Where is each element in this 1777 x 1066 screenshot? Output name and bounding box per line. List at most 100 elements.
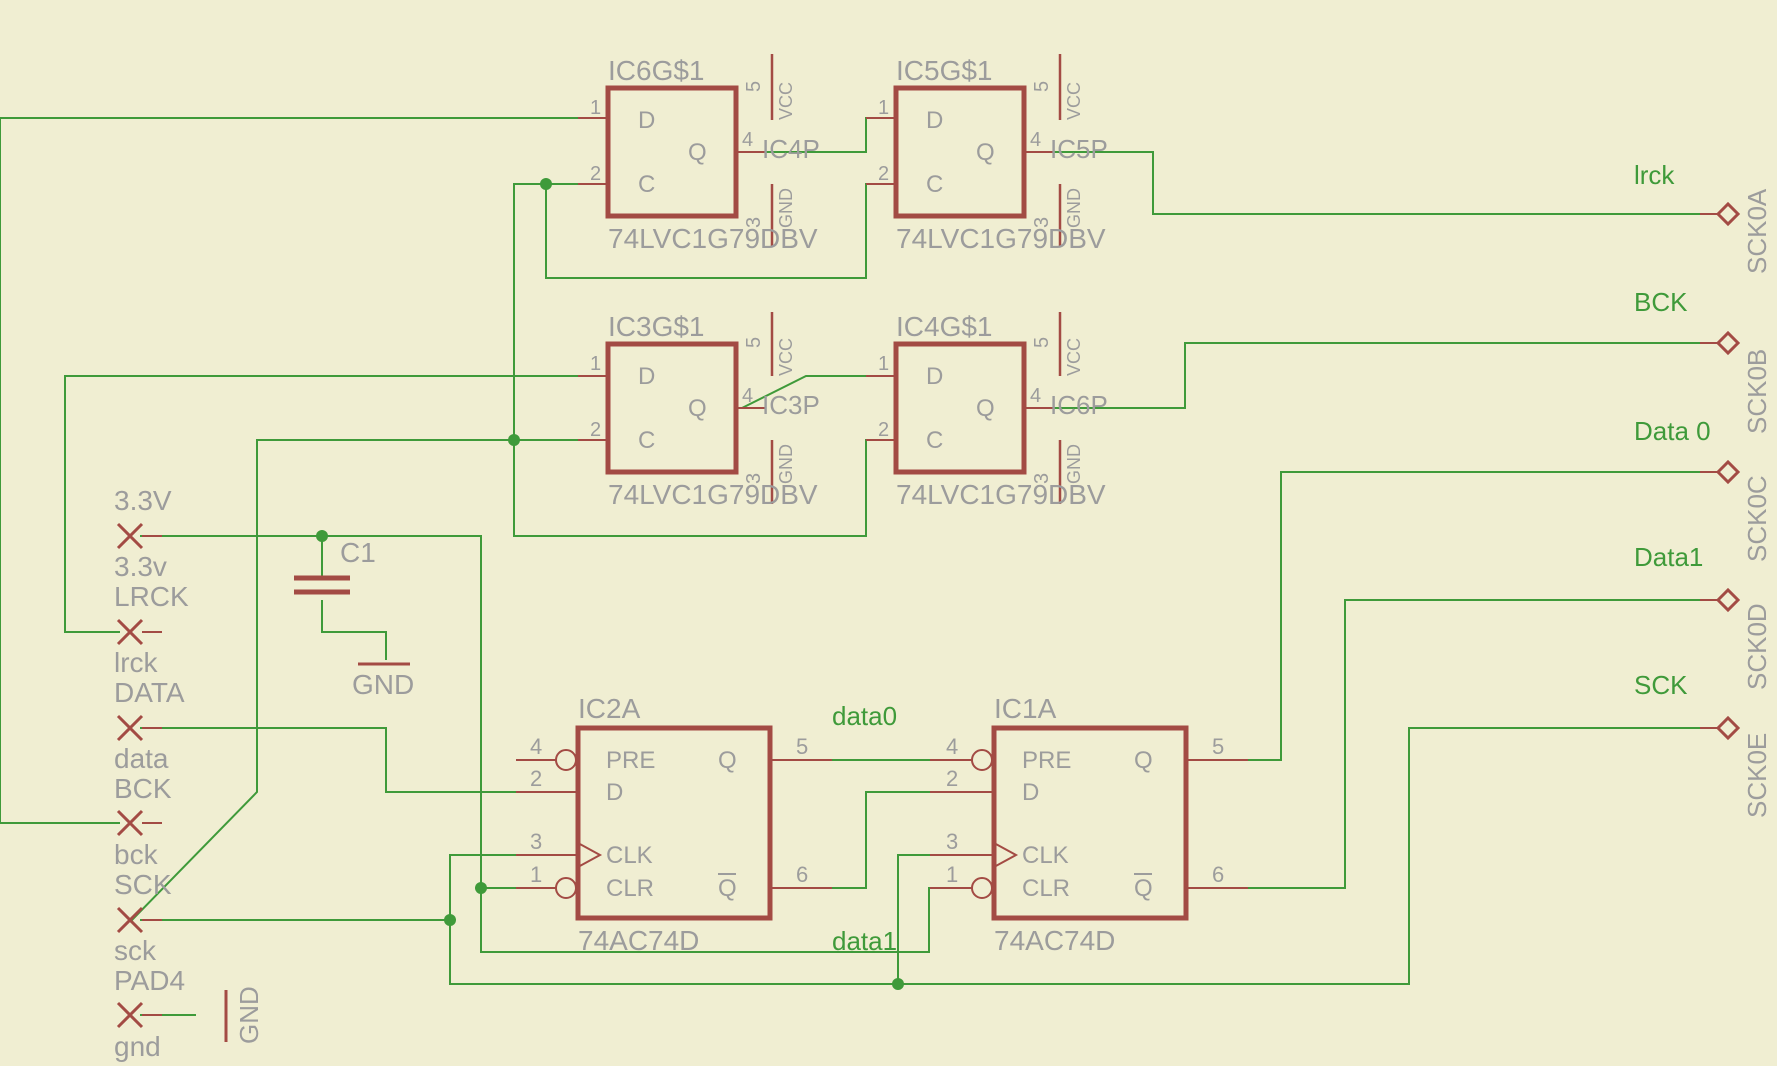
ic-body <box>893 341 1027 475</box>
pin-number: 3 <box>530 829 542 854</box>
pin-label: D <box>638 107 655 134</box>
output-lrck[interactable]: lrck SCK0A <box>1634 160 1772 274</box>
junction-dot <box>540 178 552 190</box>
wire-sck-out <box>449 727 1719 985</box>
flipflop-ic4[interactable]: IC4G$1 74LVC1G79DBV D C Q IC6P 1 2 4 5 V… <box>866 311 1108 510</box>
pin-number: 6 <box>796 862 808 887</box>
wire-3v3 <box>140 535 548 889</box>
net-label-data1: data1 <box>832 926 897 956</box>
pad-pad4[interactable]: PAD4 gnd GND <box>114 965 264 1062</box>
pad-label: PAD4 <box>114 965 185 996</box>
pin-number: 3 <box>743 473 765 484</box>
pin-label: Q <box>718 747 737 774</box>
pin-label: D <box>926 107 943 134</box>
pad-3v3[interactable]: 3.3V 3.3v <box>114 485 172 582</box>
pad-lrck[interactable]: LRCK lrck <box>114 581 189 678</box>
pin-label: PRE <box>1022 747 1071 774</box>
connector-pin-label: SCK0A <box>1742 188 1772 274</box>
pin-number: 2 <box>590 163 601 185</box>
pin-number: 4 <box>742 129 753 151</box>
pin-label: C <box>638 171 655 198</box>
junction-dot <box>444 914 456 926</box>
pad-net: lrck <box>114 647 159 678</box>
pin-number: 2 <box>946 766 958 791</box>
pin-number: 5 <box>1031 337 1053 348</box>
pin-label: D <box>638 363 655 390</box>
wire-data0-out <box>1188 471 1719 761</box>
junctions <box>316 178 904 990</box>
connector-pin-label: SCK0E <box>1742 733 1772 818</box>
vcc-label: VCC <box>776 82 796 120</box>
output-data0[interactable]: Data 0 SCK0C <box>1634 416 1772 562</box>
junction-dot <box>508 434 520 446</box>
pin-number: 3 <box>1031 473 1053 484</box>
pin-number: 2 <box>878 163 889 185</box>
wires <box>0 117 1719 1016</box>
ic-ref: IC4G$1 <box>896 311 993 342</box>
pad-label: BCK <box>114 773 172 804</box>
pin-label: D <box>1022 779 1039 806</box>
pin-number: 2 <box>590 419 601 441</box>
pad-bck[interactable]: BCK bck <box>114 773 172 870</box>
pin-number: 5 <box>1212 734 1224 759</box>
pin-label: D <box>606 779 623 806</box>
pin-number: 4 <box>1030 129 1041 151</box>
pin-label: PRE <box>606 747 655 774</box>
net-label-data0: data0 <box>832 701 897 731</box>
pin-number: 1 <box>590 353 601 375</box>
wire-sck-clock <box>129 439 608 923</box>
net-label: IC6P <box>1050 390 1108 420</box>
gnd-label: GND <box>1064 444 1084 484</box>
pad-data[interactable]: DATA data <box>114 677 185 774</box>
pin-number: 5 <box>1031 81 1053 92</box>
ic-part: 74LVC1G79DBV <box>608 479 818 510</box>
dflipflop-ic1a[interactable]: IC1A 74AC74D PRE D CLK CLR Q Q 4 2 3 1 5… <box>930 693 1248 956</box>
ic-part: 74LVC1G79DBV <box>608 223 818 254</box>
output-sck[interactable]: SCK SCK0E <box>1634 670 1772 818</box>
gnd-label: GND <box>234 986 264 1044</box>
pin-label: Q <box>976 139 995 166</box>
pin-label: Q <box>718 875 737 902</box>
capacitor-ref: C1 <box>340 537 376 568</box>
pin-number: 5 <box>743 81 765 92</box>
pad-label: DATA <box>114 677 185 708</box>
ic-ref: IC3G$1 <box>608 311 705 342</box>
output-net-label: BCK <box>1634 287 1688 317</box>
net-label: IC4P <box>762 134 820 164</box>
pin-number: 3 <box>946 829 958 854</box>
ic-body <box>605 85 739 219</box>
pin-number: 1 <box>878 353 889 375</box>
pad-label: LRCK <box>114 581 189 612</box>
flipflop-ic3[interactable]: IC3G$1 74LVC1G79DBV D C Q IC3P 1 2 4 5 V… <box>578 311 820 510</box>
pad-net: 3.3v <box>114 551 167 582</box>
net-label: IC5P <box>1050 134 1108 164</box>
pin-label: D <box>926 363 943 390</box>
wire-clock-bus <box>513 183 608 440</box>
pad-sck[interactable]: SCK sck <box>114 869 172 966</box>
ic-body <box>991 725 1189 921</box>
capacitor-c1[interactable]: C1 GND <box>294 537 414 700</box>
output-bck[interactable]: BCK SCK0B <box>1634 287 1772 434</box>
pin-label: C <box>926 171 943 198</box>
pin-number: 5 <box>796 734 808 759</box>
ic-ref: IC1A <box>994 693 1057 724</box>
ic-body <box>605 341 739 475</box>
flipflop-ic6[interactable]: IC6G$1 74LVC1G79DBV D C Q IC4P 1 2 4 5 V… <box>578 54 820 254</box>
wire-ic6p <box>1028 342 1719 409</box>
vcc-label: VCC <box>776 338 796 376</box>
pin-number: 4 <box>530 734 542 759</box>
flipflop-ic5[interactable]: IC5G$1 74LVC1G79DBV D C Q IC5P 1 2 4 5 V… <box>866 54 1108 254</box>
dflipflop-ic2a[interactable]: IC2A 74AC74D PRE D CLK CLR Q Q 4 2 3 1 5… <box>516 693 832 956</box>
wire-bck <box>0 117 608 824</box>
pin-number: 5 <box>743 337 765 348</box>
pin-number: 3 <box>1031 217 1053 228</box>
ic-part: 74AC74D <box>578 925 699 956</box>
output-net-label: SCK <box>1634 670 1688 700</box>
pin-label: C <box>926 427 943 454</box>
ic-ref: IC2A <box>578 693 641 724</box>
pad-label: SCK <box>114 869 172 900</box>
ic-ref: IC6G$1 <box>608 55 705 86</box>
output-data1[interactable]: Data1 SCK0D <box>1634 542 1772 690</box>
pin-label: Q <box>1134 875 1153 902</box>
